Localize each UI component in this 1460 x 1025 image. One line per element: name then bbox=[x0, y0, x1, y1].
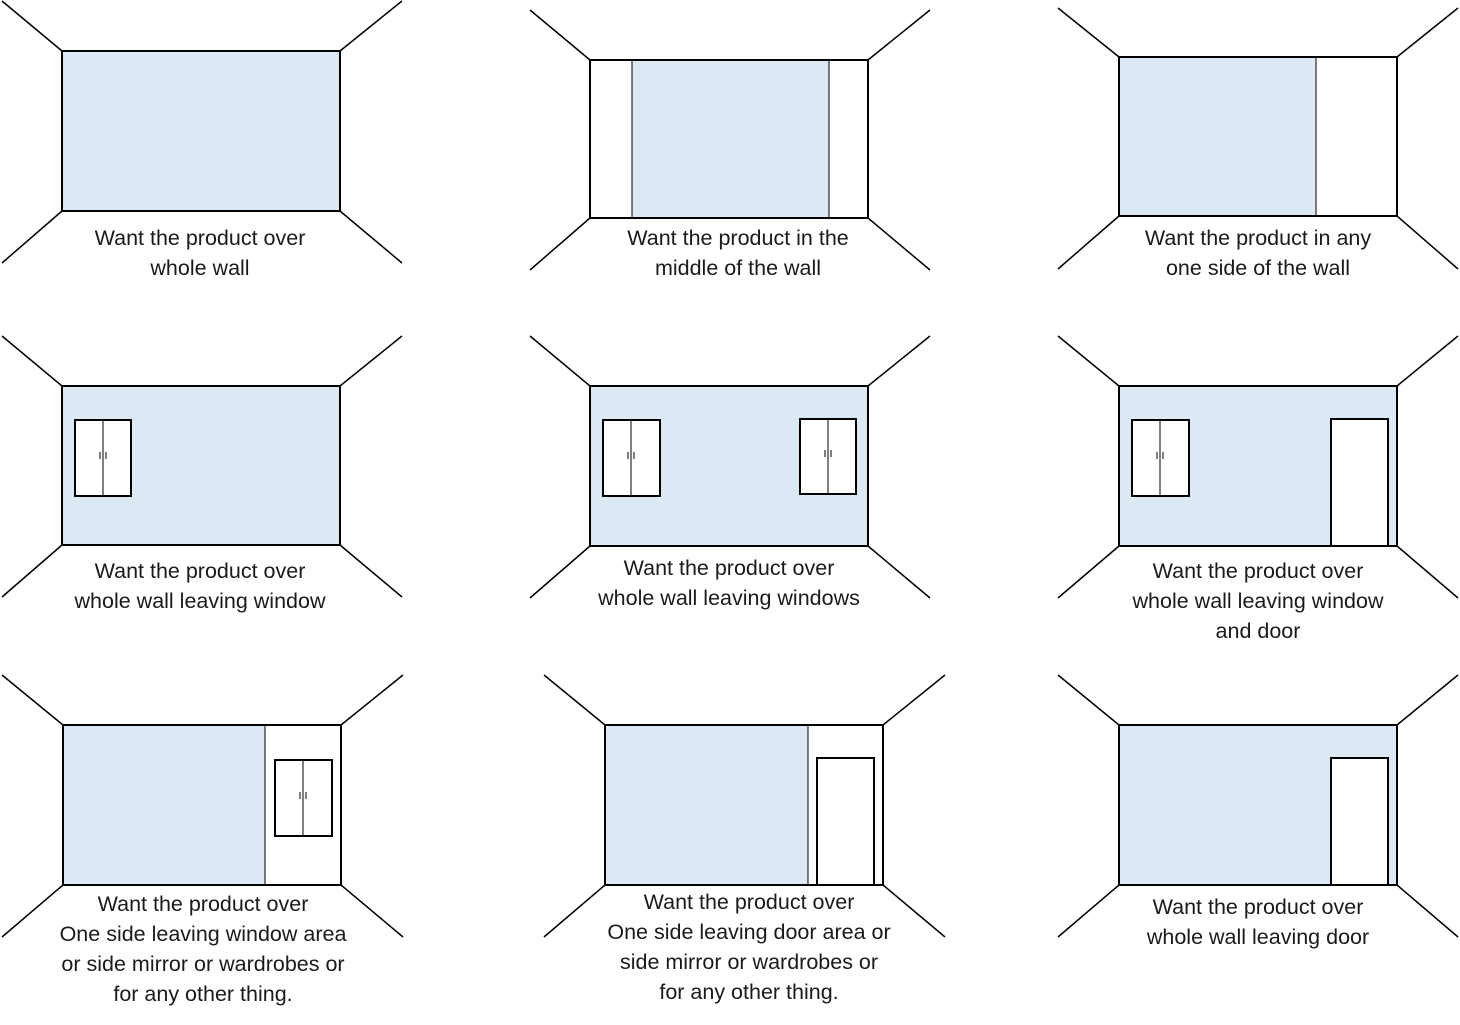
corner-line bbox=[1, 335, 63, 387]
caption-line: for any other thing. bbox=[659, 980, 839, 1004]
corner-line bbox=[1396, 884, 1459, 938]
panel-leaving-window bbox=[1, 335, 403, 598]
panel-leaving-windows bbox=[529, 335, 931, 599]
caption-one-side-leaving-window: Want the product over One side leaving w… bbox=[60, 889, 347, 1009]
caption-line: and door bbox=[1215, 619, 1301, 643]
corner-line bbox=[1, 210, 63, 264]
corner-line bbox=[1057, 545, 1120, 599]
corner-line bbox=[529, 217, 591, 271]
caption-leaving-door: Want the product over whole wall leaving… bbox=[1147, 892, 1369, 952]
corner-line bbox=[1396, 674, 1459, 726]
caption-leaving-window-and-door: Want the product over whole wall leaving… bbox=[1133, 556, 1384, 646]
corner-line bbox=[1057, 7, 1120, 58]
corner-line bbox=[867, 545, 931, 599]
corner-line bbox=[339, 210, 403, 264]
caption-line: whole wall leaving window bbox=[74, 589, 326, 613]
door bbox=[816, 757, 875, 886]
product-area bbox=[64, 726, 265, 884]
corner-line bbox=[1, 884, 64, 938]
corner-line bbox=[1057, 674, 1120, 726]
corner-line bbox=[1, 0, 63, 52]
panel-one-side-leaving-door bbox=[543, 674, 946, 938]
caption-line: Want the product over bbox=[1152, 895, 1364, 919]
corner-line bbox=[882, 674, 946, 726]
door bbox=[1330, 757, 1389, 886]
window bbox=[602, 419, 661, 497]
caption-one-side-leaving-door: Want the product over One side leaving d… bbox=[607, 887, 890, 1007]
caption-line: Want the product in any bbox=[1144, 226, 1372, 250]
caption-line: Want the product over bbox=[623, 556, 835, 580]
corner-line bbox=[1057, 335, 1120, 387]
door bbox=[1330, 418, 1389, 547]
caption-line: whole wall bbox=[150, 256, 250, 280]
caption-leaving-window: Want the product over whole wall leaving… bbox=[75, 556, 326, 616]
corner-line bbox=[867, 217, 931, 271]
caption-line: One side leaving window area bbox=[59, 922, 347, 946]
panel-whole-wall bbox=[1, 0, 403, 264]
caption-line: whole wall leaving window bbox=[1132, 589, 1384, 613]
corner-line bbox=[529, 335, 591, 387]
caption-line: whole wall leaving door bbox=[1146, 925, 1370, 949]
caption-line: Want the product over bbox=[643, 890, 855, 914]
corner-line bbox=[1, 544, 63, 598]
window bbox=[274, 759, 333, 837]
corner-line bbox=[1396, 545, 1459, 599]
corner-line bbox=[1396, 335, 1459, 387]
caption-leaving-windows: Want the product over whole wall leaving… bbox=[598, 553, 860, 613]
caption-line: middle of the wall bbox=[654, 256, 822, 280]
caption-line: for any other thing. bbox=[113, 982, 293, 1006]
corner-line bbox=[339, 0, 403, 52]
caption-one-side: Want the product in any one side of the … bbox=[1145, 223, 1371, 283]
corner-line bbox=[529, 9, 591, 61]
product-area bbox=[63, 52, 339, 210]
caption-line: Want the product over bbox=[94, 226, 306, 250]
corner-line bbox=[867, 335, 931, 387]
corner-line bbox=[543, 884, 606, 938]
caption-line: Want the product over bbox=[1152, 559, 1364, 583]
panel-leaving-door bbox=[1057, 674, 1459, 938]
corner-line bbox=[1057, 884, 1120, 938]
window bbox=[1131, 419, 1190, 497]
corner-line bbox=[1057, 215, 1120, 270]
panel-one-side bbox=[1057, 7, 1459, 270]
panel-one-side-leaving-window bbox=[1, 674, 404, 938]
caption-line: One side leaving door area or bbox=[607, 920, 891, 944]
corner-line bbox=[1396, 7, 1459, 58]
caption-line: Want the product over bbox=[94, 559, 306, 583]
product-area bbox=[606, 726, 808, 884]
caption-middle-of-wall: Want the product in the middle of the wa… bbox=[627, 223, 849, 283]
corner-line bbox=[1396, 215, 1459, 270]
product-area bbox=[1120, 58, 1316, 215]
caption-line: Want the product in the bbox=[627, 226, 849, 250]
window bbox=[799, 418, 857, 495]
corner-line bbox=[529, 545, 591, 599]
caption-line: whole wall leaving windows bbox=[598, 586, 860, 610]
caption-line: one side of the wall bbox=[1165, 256, 1351, 280]
caption-line: side mirror or wardrobes or bbox=[619, 950, 879, 974]
corner-line bbox=[339, 544, 403, 598]
caption-whole-wall: Want the product over whole wall bbox=[95, 223, 306, 283]
panel-middle-of-wall bbox=[529, 9, 931, 271]
corner-line bbox=[543, 674, 606, 726]
product-area bbox=[632, 61, 829, 217]
corner-line bbox=[340, 884, 404, 938]
caption-line: or side mirror or wardrobes or bbox=[61, 952, 345, 976]
window bbox=[74, 419, 132, 497]
corner-line bbox=[867, 9, 931, 61]
corner-line bbox=[340, 674, 404, 726]
corner-line bbox=[1, 674, 64, 726]
corner-line bbox=[882, 884, 946, 938]
corner-line bbox=[339, 335, 403, 387]
panel-leaving-window-and-door bbox=[1057, 335, 1459, 599]
caption-line: Want the product over bbox=[97, 892, 309, 916]
